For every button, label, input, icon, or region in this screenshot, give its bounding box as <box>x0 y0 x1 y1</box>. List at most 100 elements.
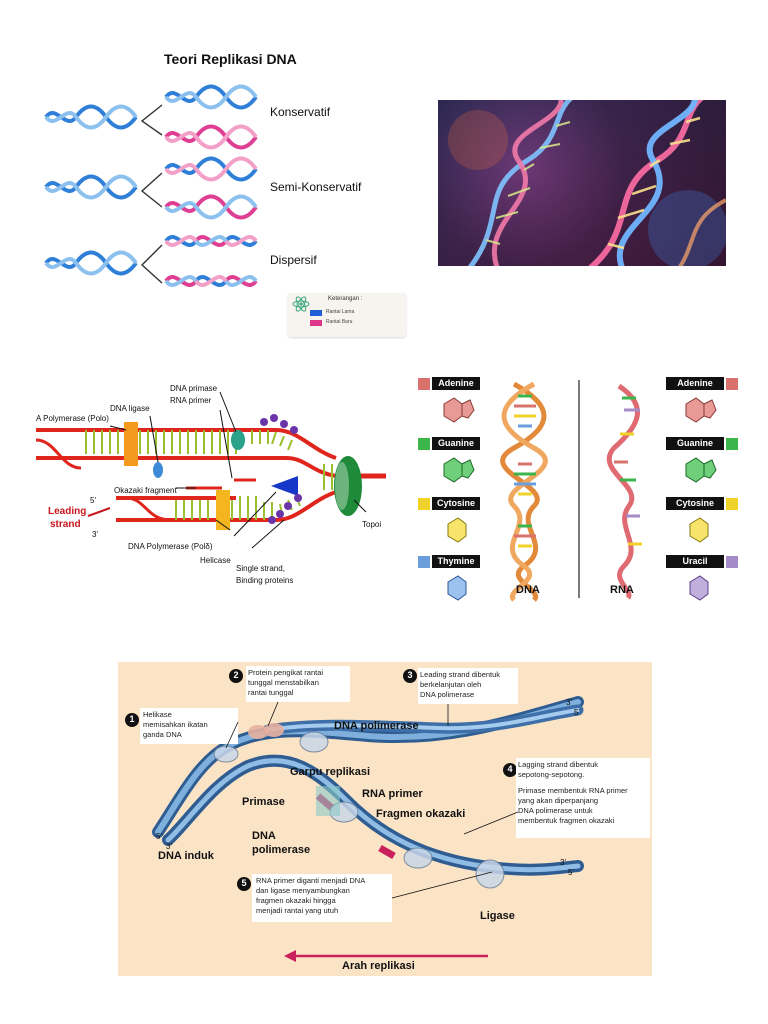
fork-drawing <box>36 391 386 549</box>
swatch-cytosine <box>418 498 430 510</box>
swatch-adenine <box>726 378 738 390</box>
guanine-molecule-rna <box>685 457 717 483</box>
label-polymerase-alpha: A Polymerase (Polo) <box>36 414 109 423</box>
step-text-line: DNA polimerase untuk <box>518 806 593 815</box>
atom-icon <box>292 296 310 312</box>
model-label-semi-conservative: Semi-Konservatif <box>270 180 362 194</box>
swatch-uracil <box>726 556 738 568</box>
label-dna-ligase: DNA ligase <box>110 404 150 413</box>
dna-rna-bases-panel: Adenine Guanine Cytosine Thymine <box>414 376 744 606</box>
label-ssb-2: Binding proteins <box>236 576 294 585</box>
step-number-5: 5 <box>241 878 247 888</box>
label-dna-pol-2b: polimerase <box>252 844 311 856</box>
label-dna-induk: DNA induk <box>158 850 214 862</box>
ligase-shape <box>153 462 163 478</box>
swatch-thymine <box>418 556 430 568</box>
thymine-molecule <box>447 575 467 601</box>
label-ligase: Ligase <box>480 910 515 922</box>
label-primase: Primase <box>242 796 285 808</box>
bases-drawing <box>443 380 717 602</box>
dna-base-label: Thymine <box>432 555 480 568</box>
legend-label-old: Rantai Lama <box>326 309 355 315</box>
primase-shape <box>231 430 245 450</box>
swatch-guanine <box>418 438 430 450</box>
rna-base-label: Guanine <box>666 437 724 450</box>
step-text-line: menjadi rantai yang utuh <box>256 906 339 915</box>
step-text-line: sepotong-sepotong. <box>518 770 585 779</box>
step-text-line: rantai tunggal <box>248 688 294 697</box>
swatch-adenine <box>418 378 430 390</box>
label-three-prime: 3' <box>92 530 98 539</box>
step-1-text: Helikase memisahkan ikatan ganda DNA <box>143 710 208 740</box>
semi-helix-b <box>164 194 258 220</box>
adenine-molecule <box>443 397 475 423</box>
label-ssb-1: Single strand, <box>236 564 285 573</box>
rna-base-label: Adenine <box>666 377 724 390</box>
step-number-4: 4 <box>507 764 513 774</box>
label-arah-replikasi: Arah replikasi <box>342 960 415 972</box>
conservative-helix-a <box>164 84 258 110</box>
theory-legend: Keterangan : Rantai Lama Rantai Baru <box>288 293 406 337</box>
step-text-line: Helikase <box>143 710 172 719</box>
step-number-3: 3 <box>407 670 413 680</box>
legend-title: Keterangan : <box>328 296 363 302</box>
step-text-line: yang akan diperpanjang <box>518 796 599 805</box>
dna-base-label: Cytosine <box>432 497 480 510</box>
step-text-line: memisahkan ikatan <box>143 720 208 729</box>
label-polymerase-delta: DNA Polymerase (Polδ) <box>128 542 213 551</box>
label-five-right: 5' <box>568 868 574 877</box>
step-text-line: dan ligase menyambungkan <box>256 886 350 895</box>
step-3-text: Leading strand dibentuk berkelanjutan ol… <box>420 670 500 700</box>
polymerase-alpha-shape <box>124 422 138 466</box>
step-5-text: RNA primer diganti menjadi DNA dan ligas… <box>256 876 365 916</box>
step-text-line: berkelanjutan oleh <box>420 680 482 689</box>
label-fragmen-okazaki: Fragmen okazaki <box>376 808 466 820</box>
step-text-line: Lagging strand dibentuk <box>518 760 599 769</box>
dna-photo-illustration <box>438 100 726 266</box>
legend-swatch-old <box>310 310 322 316</box>
label-helicase: Helicase <box>200 556 231 565</box>
label-three-right: 3' <box>560 858 566 867</box>
process-drawing <box>125 666 650 962</box>
dna-base-label: Guanine <box>432 437 480 450</box>
cytosine-molecule-rna <box>689 517 709 543</box>
label-topoisomerase: Topoi <box>362 520 382 529</box>
step-text-line: ganda DNA <box>143 730 182 739</box>
replication-fork-diagram: DNA primase RNA primer DNA ligase A Poly… <box>36 380 394 592</box>
rna-helix <box>606 383 642 600</box>
theory-title: Teori Replikasi DNA <box>164 51 297 67</box>
swatch-guanine <box>726 438 738 450</box>
dna-helix <box>500 381 548 602</box>
step-number-2: 2 <box>233 670 239 680</box>
step-text-line: fragmen okazaki hingga <box>256 896 336 905</box>
rna-base-label: Uracil <box>666 555 724 568</box>
label-garpu-replikasi: Garpu replikasi <box>290 766 371 778</box>
rna-base-label: Cytosine <box>666 497 724 510</box>
replication-process-panel: 1 2 3 4 5 Helikase memisahkan ikatan gan… <box>118 662 652 976</box>
label-dna-polimerase: DNA polimerase <box>334 720 419 732</box>
dna-title: DNA <box>516 584 540 596</box>
model-label-dispersive: Dispersif <box>270 253 317 267</box>
label-rna-primer: RNA primer <box>362 788 423 800</box>
legend-label-new: Rantai Baru <box>326 319 353 325</box>
step-2-text: Protein pengikat rantai tunggal menstabi… <box>248 668 323 698</box>
label-five-prime: 5' <box>90 496 96 505</box>
legend-swatch-new <box>310 320 322 326</box>
step-number-1: 1 <box>129 714 135 724</box>
label-rna-primer: RNA primer <box>170 396 212 405</box>
dna-base-label: Adenine <box>432 377 480 390</box>
step-text-line: tunggal menstabilkan <box>248 678 319 687</box>
dispersive-helix-a <box>164 235 258 247</box>
swatch-cytosine <box>726 498 738 510</box>
step-text-line: membentuk fragmen okazaki <box>518 816 615 825</box>
label-leading-1: Leading <box>48 506 87 517</box>
uracil-molecule <box>689 575 709 601</box>
label-three-top: 3' <box>566 698 572 707</box>
step-text-line: Primase membentuk RNA primer <box>518 786 628 795</box>
adenine-molecule-rna <box>685 397 717 423</box>
rna-title: RNA <box>610 584 634 596</box>
parent-helix-1 <box>44 104 138 130</box>
replication-theory-panel: Teori Replikasi DNA <box>30 45 410 345</box>
label-leading-2: strand <box>50 519 81 530</box>
step-text-line: RNA primer diganti menjadi DNA <box>256 876 366 885</box>
